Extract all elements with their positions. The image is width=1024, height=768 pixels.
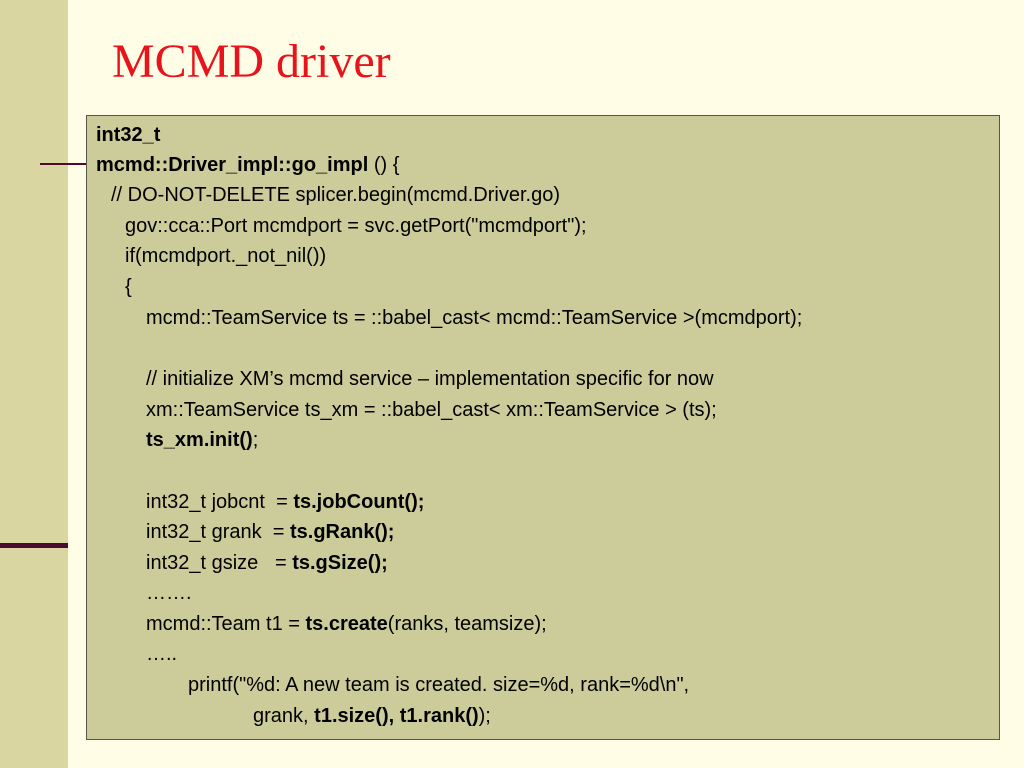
code-text: int32_t gsize =: [146, 552, 293, 574]
code-line: xm::TeamService ts_xm = ::babel_cast< xm…: [146, 399, 717, 421]
code-bold-text: mcmd::Driver_impl::go_impl: [96, 154, 369, 176]
code-line: // DO-NOT-DELETE splicer.begin(mcmd.Driv…: [111, 184, 560, 206]
accent-rule-top: [40, 163, 88, 165]
code-line: if(mcmdport._not_nil()): [125, 245, 327, 267]
code-text: );: [478, 705, 491, 727]
code-bold-text: int32_t: [96, 124, 161, 146]
code-text: grank,: [253, 705, 315, 727]
code-bold-text: ts.jobCount();: [293, 491, 425, 513]
code-line: int32_t: [87, 120, 160, 150]
accent-rule-bottom: [0, 543, 68, 548]
code-bold-text: ts.gRank();: [289, 521, 395, 543]
code-block: int32_t mcmd::Driver_impl::go_impl () { …: [86, 115, 1000, 740]
code-line: printf("%d: A new team is created. size=…: [188, 674, 690, 696]
code-line: …..: [146, 643, 178, 665]
code-text: ;: [252, 429, 259, 451]
code-line: // initialize XM’s mcmd service – implem…: [146, 368, 714, 390]
code-line: mcmd::Team t1 = ts.create(ranks, teamsiz…: [87, 609, 547, 639]
code-bold-text: t1.size(), t1.rank(): [314, 705, 479, 727]
code-text: mcmd::Team t1 =: [146, 613, 306, 635]
code-bold-text: ts.create: [305, 613, 388, 635]
code-line: int32_t grank = ts.gRank();: [87, 517, 394, 547]
code-line: int32_t jobcnt = ts.jobCount();: [87, 487, 424, 517]
code-text: () {: [368, 154, 400, 176]
code-text: int32_t jobcnt =: [146, 491, 294, 513]
code-text: (ranks, teamsize);: [387, 613, 547, 635]
code-line: mcmd::Driver_impl::go_impl () {: [87, 150, 399, 180]
code-line: …….: [146, 582, 192, 604]
code-line: int32_t gsize = ts.gSize();: [87, 548, 388, 578]
code-line: mcmd::TeamService ts = ::babel_cast< mcm…: [146, 307, 803, 329]
side-band: [0, 0, 68, 768]
code-text: int32_t grank =: [146, 521, 290, 543]
code-line: gov::cca::Port mcmdport = svc.getPort("m…: [125, 215, 587, 237]
code-line: ts_xm.init();: [87, 425, 258, 455]
code-bold-text: ts_xm.init(): [146, 429, 253, 451]
code-bold-text: ts.gSize();: [292, 552, 388, 574]
code-line: {: [125, 276, 132, 298]
code-line: grank, t1.size(), t1.rank());: [87, 701, 491, 731]
slide-title: MCMD driver: [112, 35, 391, 88]
